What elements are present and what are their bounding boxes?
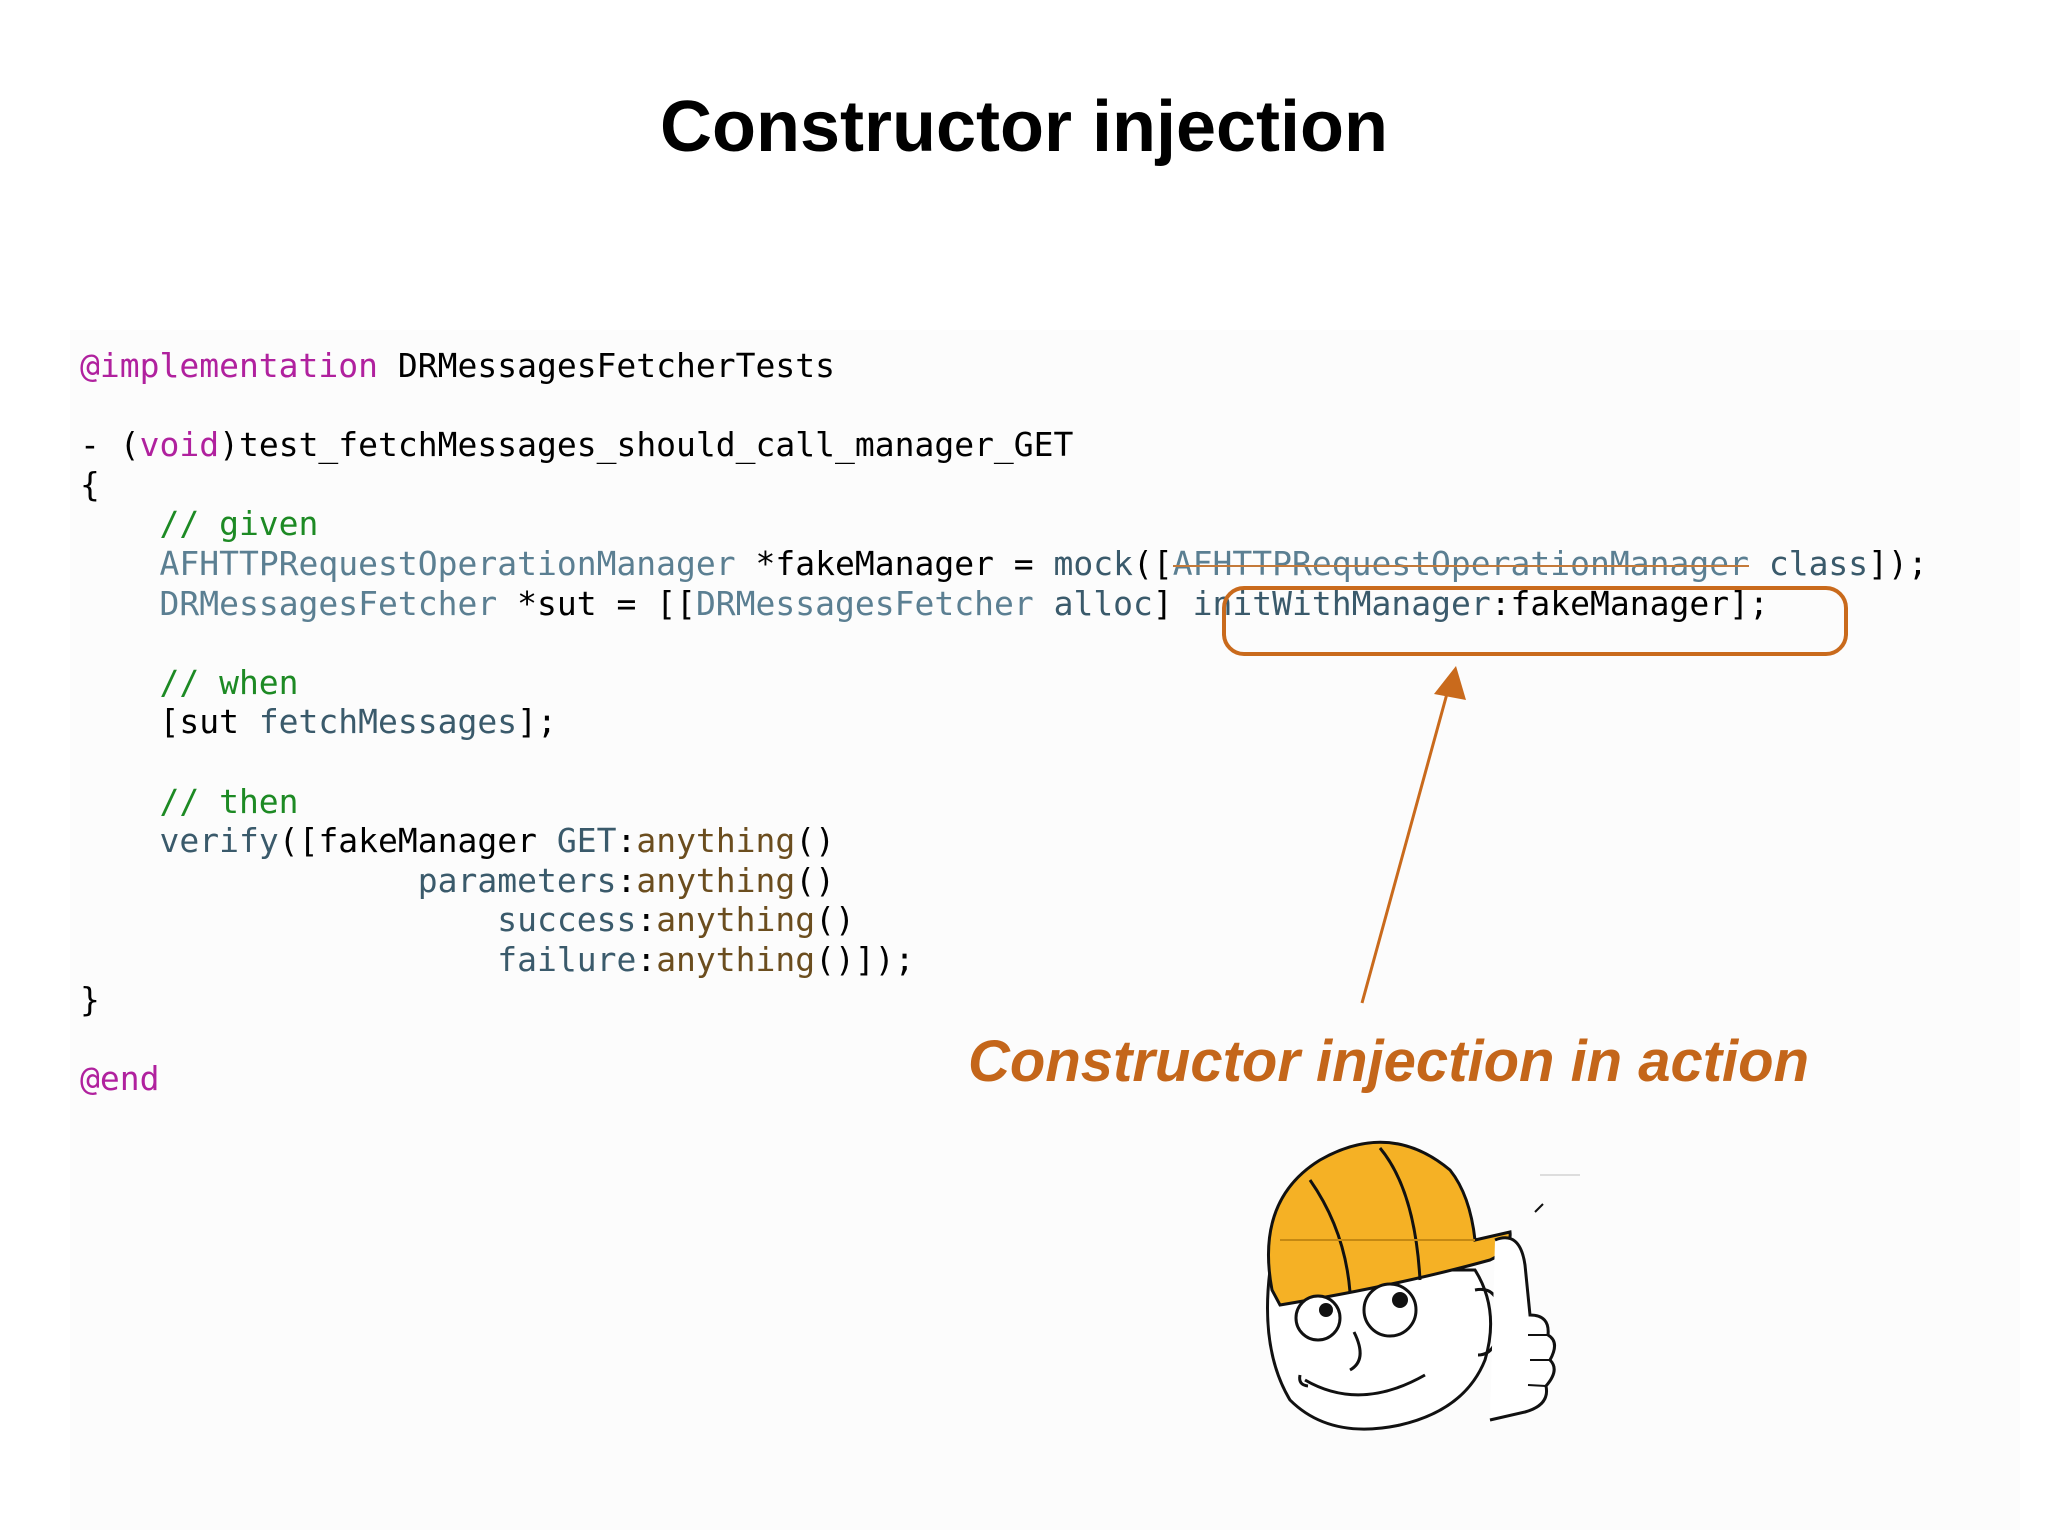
code-token: anything [656, 939, 816, 979]
code-token: *sut = [[ [497, 583, 696, 623]
code-token: () [795, 860, 836, 900]
code-token: : [616, 821, 637, 861]
code-token: parameters [417, 860, 617, 900]
slide-title: Constructor injection [659, 87, 1388, 167]
code-token: verify [159, 821, 279, 861]
code-line: @end [80, 1059, 1928, 1099]
code-token: ] [1152, 583, 1193, 623]
code-token: ([fakeManager [278, 821, 557, 861]
code-line: // then [80, 782, 1928, 822]
code-token: GET [556, 821, 617, 861]
code-token: void [139, 425, 220, 465]
code-token: ()]); [815, 939, 915, 979]
code-token: () [815, 900, 855, 940]
code-token: anything [656, 900, 816, 940]
code-token: : [636, 939, 657, 979]
code-token: anything [636, 821, 796, 861]
code-token: : [616, 860, 637, 900]
code-token: DRMessagesFetcher [695, 583, 1034, 623]
code-token: // when [80, 662, 299, 702]
code-token: AFHTTPRequestOperationManager [1172, 543, 1749, 583]
code-line: // when [80, 663, 1928, 703]
code-token: )test_fetchMessages_should_call_manager_… [219, 425, 1074, 465]
code-token: *fakeManager = [735, 543, 1054, 583]
code-token: - ( [80, 425, 140, 465]
code-line: verify([fakeManager GET:anything() [80, 821, 1928, 861]
code-token: } [80, 979, 100, 1019]
code-token: mock [1053, 543, 1134, 583]
code-line: parameters:anything() [80, 861, 1928, 901]
code-token: ]); [1868, 543, 1928, 583]
code-token: // then [80, 781, 299, 821]
code-token: : [636, 900, 657, 940]
code-token: alloc [1053, 583, 1153, 623]
code-line: // given [80, 504, 1928, 544]
code-token: [sut [80, 702, 259, 742]
code-token: success [497, 900, 637, 940]
code-line: failure:anything()]); [80, 940, 1928, 980]
code-line: } [80, 980, 1928, 1020]
code-token: anything [636, 860, 796, 900]
code-token: @implementation [80, 346, 379, 385]
code-token: { [80, 464, 100, 504]
code-token: // given [80, 504, 319, 544]
code-token: AFHTTPRequestOperationManager [159, 543, 736, 583]
code-line: { [80, 465, 1928, 505]
code-token: () [795, 821, 836, 861]
thumbs-up-hardhat-worker-icon [1266, 1140, 1580, 1431]
code-token: failure [497, 939, 637, 979]
code-line: @implementation DRMessagesFetcherTests [80, 346, 1928, 386]
code-line: success:anything() [80, 900, 1928, 940]
caption: Constructor injection in action [968, 1029, 1810, 1094]
code-token: ]; [517, 702, 557, 742]
code-token: @end [80, 1058, 160, 1098]
code-token: DRMessagesFetcherTests [378, 346, 835, 385]
code-token: :fakeManager]; [1490, 583, 1769, 623]
code-block: @implementation DRMessagesFetcherTests -… [80, 346, 1928, 1098]
code-panel [70, 330, 2020, 1530]
highlight-box [1222, 586, 1848, 656]
code-line: AFHTTPRequestOperationManager *fakeManag… [80, 543, 1928, 584]
code-line: - (void)test_fetchMessages_should_call_m… [80, 425, 1928, 465]
code-token: fetchMessages [258, 702, 518, 742]
code-token: DRMessagesFetcher [159, 583, 498, 623]
code-line: [sut fetchMessages]; [80, 702, 1928, 742]
code-token: class [1768, 543, 1869, 583]
code-token: ([ [1133, 543, 1173, 583]
